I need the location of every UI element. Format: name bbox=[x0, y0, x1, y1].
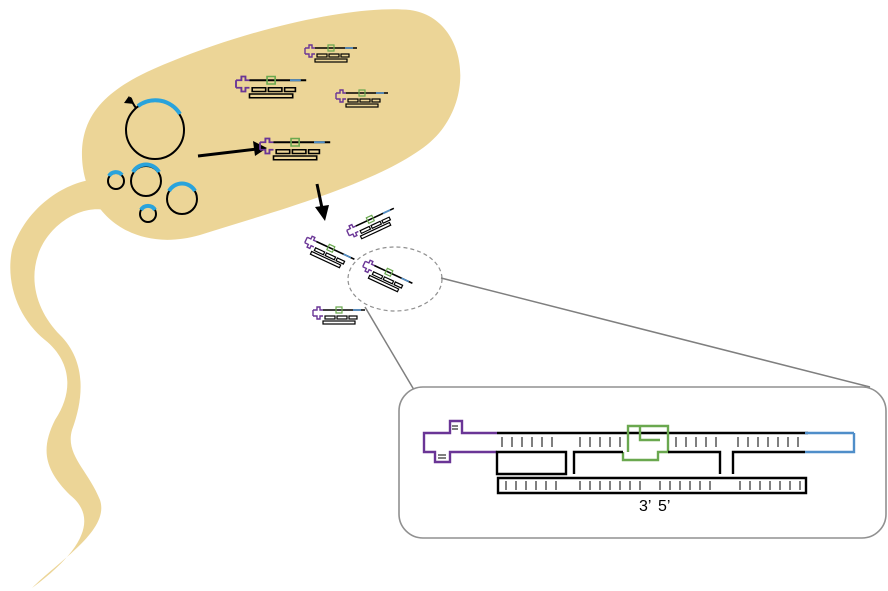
zoom-connector-bottom bbox=[364, 306, 421, 401]
flagellum bbox=[10, 180, 105, 588]
label-5prime: 5’ bbox=[658, 498, 670, 515]
zoom-ring bbox=[347, 246, 443, 312]
helix-loop-1 bbox=[495, 450, 568, 476]
small-plasmid-accent bbox=[107, 170, 124, 178]
leader-loop bbox=[422, 419, 497, 464]
large-plasmid-accent bbox=[136, 98, 182, 116]
plasmid-bottom-accent bbox=[139, 203, 157, 212]
rna-structure bbox=[358, 257, 415, 297]
arrow-plasmid-to-rna bbox=[197, 147, 258, 158]
zoom-indicator bbox=[347, 246, 871, 401]
zoom-panel-frame bbox=[398, 386, 887, 539]
base-pair-ticks bbox=[501, 437, 801, 490]
rna-structure bbox=[300, 233, 357, 273]
bacterium bbox=[10, 9, 461, 588]
arrow-rna-to-export bbox=[315, 183, 324, 209]
plasmid-lower-right-accent bbox=[167, 181, 197, 193]
plasmids bbox=[107, 96, 198, 223]
pseudoknot bbox=[621, 424, 670, 462]
transcription-arrowhead bbox=[124, 96, 134, 104]
arrowhead-rna-to-export bbox=[315, 205, 329, 221]
exported-rna-structures bbox=[300, 204, 415, 325]
helix-loop-2 bbox=[572, 450, 722, 474]
cell-body bbox=[81, 9, 461, 240]
rna-structure bbox=[344, 204, 401, 244]
helix-loop-3 bbox=[731, 450, 805, 474]
label-3prime: 3’ bbox=[639, 498, 651, 515]
tail-end bbox=[805, 433, 856, 454]
zoom-panel bbox=[398, 386, 887, 539]
rna-structure bbox=[312, 306, 366, 325]
zoom-connector-top bbox=[440, 277, 871, 388]
medium-plasmid-accent bbox=[131, 162, 161, 174]
bottom-strand bbox=[496, 476, 808, 495]
